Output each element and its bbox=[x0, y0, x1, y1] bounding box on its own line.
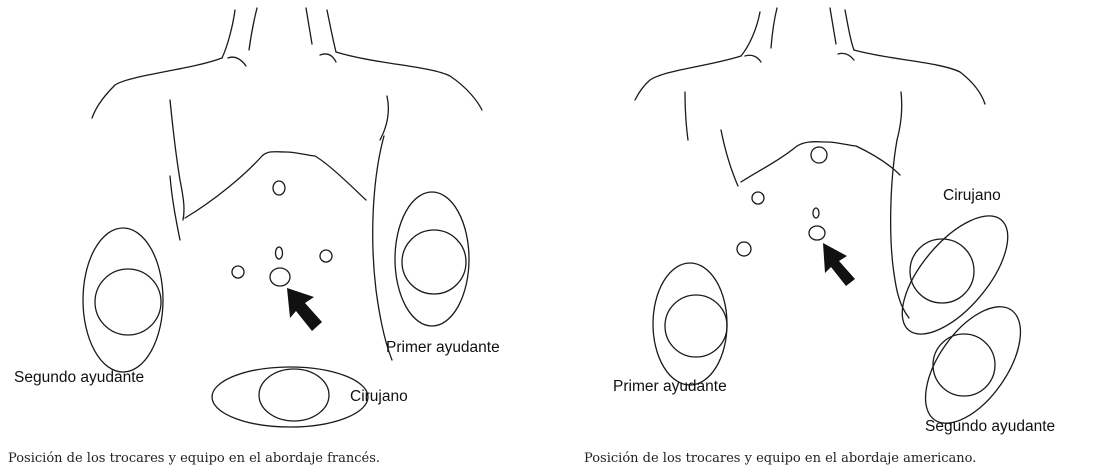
label-surgeon: Cirujano bbox=[943, 187, 1001, 205]
trocar-port-optic bbox=[813, 208, 819, 218]
label-second-assistant: Segundo ayudante bbox=[925, 418, 1055, 436]
figure-caption: Posición de los trocares y equipo en el … bbox=[8, 451, 380, 466]
first-assistant-position bbox=[395, 192, 469, 326]
trocar-port-upper bbox=[273, 181, 285, 195]
second-assistant-position bbox=[83, 228, 163, 372]
american-approach-illustration bbox=[545, 0, 1095, 440]
trocar-ports bbox=[232, 181, 332, 286]
arrow-icon bbox=[823, 243, 855, 286]
surgeon-position bbox=[883, 199, 1026, 352]
trocar-port-left-upper bbox=[752, 192, 764, 204]
trocar-port-optic bbox=[276, 247, 283, 259]
figure-caption: Posición de los trocares y equipo en el … bbox=[584, 451, 976, 466]
trocar-port-umbilical bbox=[809, 226, 825, 240]
label-first-assistant: Primer ayudante bbox=[386, 339, 500, 357]
trocar-port-upper bbox=[811, 147, 827, 163]
trocar-port-left bbox=[232, 266, 244, 278]
trocar-port-right bbox=[320, 250, 332, 262]
trocar-ports bbox=[737, 147, 827, 256]
torso-outline bbox=[92, 8, 482, 360]
american-approach-figure: Cirujano Primer ayudante Segundo ayudant… bbox=[545, 0, 1095, 475]
torso-outline bbox=[635, 8, 985, 318]
label-second-assistant: Segundo ayudante bbox=[14, 369, 144, 387]
trocar-port-umbilical bbox=[270, 268, 290, 286]
french-approach-figure: Segundo ayudante Primer ayudante Cirujan… bbox=[0, 0, 545, 475]
first-assistant-position bbox=[653, 263, 727, 385]
label-first-assistant: Primer ayudante bbox=[613, 378, 727, 396]
label-surgeon: Cirujano bbox=[350, 388, 408, 406]
surgeon-position bbox=[212, 367, 368, 427]
trocar-port-left-lower bbox=[737, 242, 751, 256]
arrow-icon bbox=[287, 288, 322, 331]
